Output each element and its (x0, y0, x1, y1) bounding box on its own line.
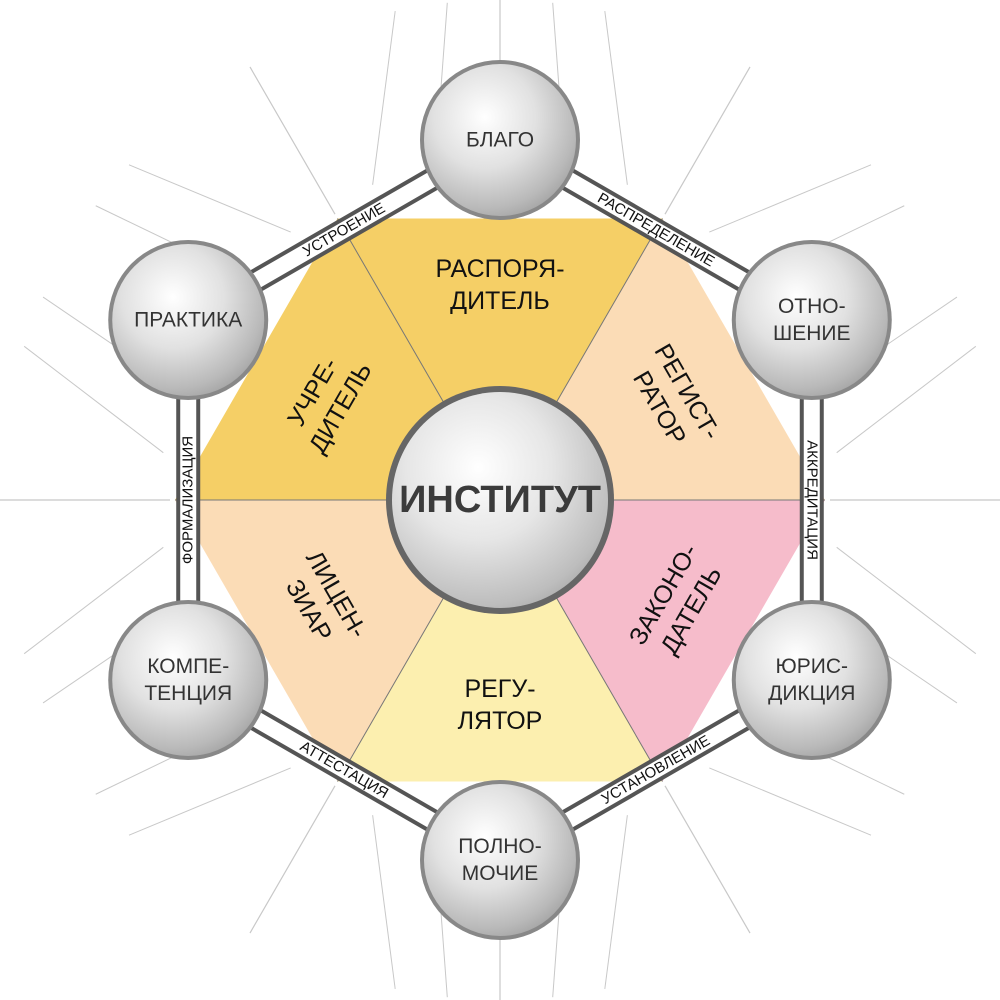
ray-line (23, 546, 164, 655)
ray-line (709, 767, 872, 836)
ray-line (664, 66, 751, 215)
ray-line (128, 767, 291, 836)
sector-label-line: ДИТЕЛЬ (450, 287, 550, 315)
node-label-line: ЮРИС- (776, 655, 848, 678)
sector-rasporyaditel (337, 218, 663, 500)
center-node: ИНСТИТУТ (386, 386, 614, 614)
ray-line (249, 785, 336, 934)
node-label-line: КОМПЕ- (147, 655, 229, 678)
node-sphere (424, 64, 576, 216)
ray-line (249, 66, 336, 215)
sector-label-rasporyaditel: РАСПОРЯ- ДИТЕЛЬ (435, 255, 564, 315)
sector-label-line: ЛЯТОР (458, 707, 543, 735)
node-label-line: ШЕНИЕ (773, 322, 851, 345)
node-sphere (112, 244, 265, 396)
node-otnoshenie: ОТНО- ШЕНИЕ (731, 240, 892, 400)
ray-line (372, 11, 396, 185)
ray-line (23, 345, 164, 454)
ray-line (372, 815, 396, 989)
node-yurisdiktsiya: ЮРИС- ДИКЦИЯ (731, 600, 892, 760)
ray-line (664, 785, 751, 934)
node-label-line: ТЕНЦИЯ (144, 682, 232, 705)
node-kompetentsiya: КОМПЕ- ТЕНЦИЯ (108, 600, 269, 760)
sector-label-line: РАСПОРЯ- (435, 255, 564, 283)
ray-line (709, 164, 872, 233)
node-label-line: МОЧИЕ (462, 862, 538, 885)
node-polnomochie: ПОЛНО- МОЧИЕ (420, 780, 580, 940)
node-label-line: БЛАГО (466, 129, 534, 152)
ray-line (604, 11, 628, 185)
node-label-line: ПОЛНО- (458, 835, 541, 858)
edge-label-akkreditatsiya: АККРЕДИТАЦИЯ (803, 440, 820, 560)
node-praktika: ПРАКТИКА (108, 240, 269, 400)
ray-line (604, 815, 628, 989)
center-node-sphere (392, 392, 608, 608)
node-sphere (735, 604, 888, 756)
sector-regulyator (337, 500, 663, 782)
ray-line (836, 546, 977, 655)
sector-label-line: РЕГУ- (464, 675, 535, 703)
node-sphere (424, 784, 576, 936)
node-sphere (735, 244, 888, 396)
sector-label-regulyator: РЕГУ- ЛЯТОР (458, 675, 543, 735)
center-label: ИНСТИТУТ (399, 479, 601, 521)
concept-nodes: БЛАГО ОТНО- ШЕНИЕ ЮРИС- ДИКЦИЯ ПОЛНО- МОЧИЕ КОМ… (108, 60, 892, 940)
ray-line (836, 345, 977, 454)
node-label-line: ПРАКТИКА (134, 309, 242, 332)
node-label-line: ОТНО- (778, 295, 846, 318)
edge-label-formalizatsiya: ФОРМАЛИЗАЦИЯ (180, 436, 197, 564)
node-sphere (112, 604, 265, 756)
node-label-line: ДИКЦИЯ (768, 682, 855, 705)
ray-line (128, 164, 291, 233)
node-blago: БЛАГО (420, 60, 580, 220)
